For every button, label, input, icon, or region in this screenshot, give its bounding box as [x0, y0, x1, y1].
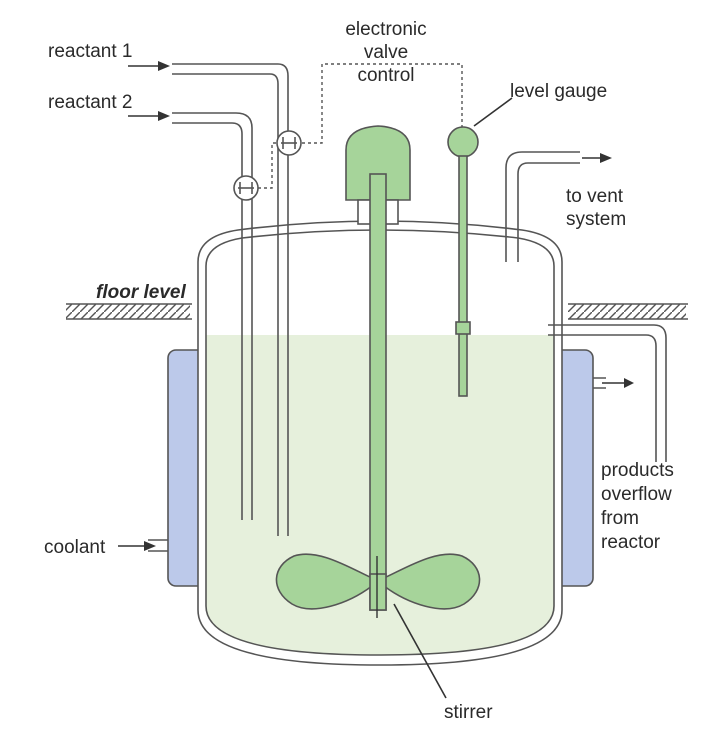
reactor-vessel-inner [205, 229, 555, 656]
stirrer-motor [345, 125, 411, 201]
coolant-outlet-pipe [593, 377, 606, 389]
reactant-2-label: reactant 2 [48, 92, 133, 113]
coolant-inlet-pipe [148, 539, 168, 552]
floor-level-label: floor level [96, 282, 186, 303]
to-vent-system-label-2: system [566, 209, 626, 230]
products-overflow-label-4: reactor [601, 532, 661, 553]
electronic-valve-control-label-3: control [357, 65, 414, 86]
stirrer-shaft [369, 173, 387, 611]
electronic-valve-control-label-1: electronic [345, 19, 426, 40]
level-gauge-bulb [447, 126, 479, 158]
level-gauge-rod [458, 155, 468, 397]
coolant-label: coolant [44, 537, 106, 558]
floor-hatch-right [568, 304, 686, 319]
reactant-2-pipe [172, 112, 253, 520]
products-overflow-label-2: overflow [601, 484, 672, 505]
arrows [118, 61, 612, 699]
overflow-pipe [548, 324, 667, 462]
level-gauge-label: level gauge [510, 81, 607, 102]
to-vent-system-label-1: to vent [566, 186, 624, 207]
reactant-1-pipe [172, 63, 289, 536]
products-overflow-label-1: products [601, 460, 674, 481]
valve-control-wiring [258, 63, 463, 189]
floor-hatch-left [66, 304, 190, 319]
electronic-valve-control-label-2: valve [364, 42, 408, 63]
vent-pipe [505, 151, 580, 262]
reactant-1-label: reactant 1 [48, 41, 133, 62]
stirrer-label: stirrer [444, 702, 493, 723]
products-overflow-label-3: from [601, 508, 639, 529]
